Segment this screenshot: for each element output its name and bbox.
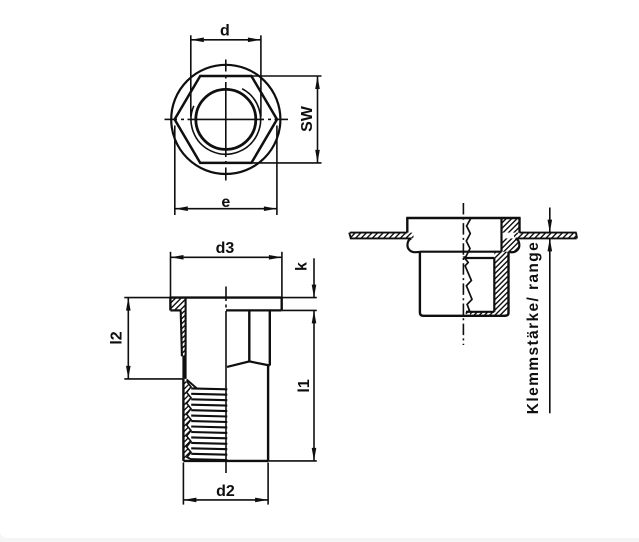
svg-text:d: d [220,23,230,40]
svg-text:d3: d3 [216,240,235,257]
svg-text:l2: l2 [108,331,125,344]
svg-text:SW: SW [299,105,316,132]
svg-text:k: k [293,262,310,271]
svg-text:e: e [221,194,230,211]
svg-text:d2: d2 [216,483,235,500]
svg-text:Klemmstärke/ range: Klemmstärke/ range [525,241,542,414]
svg-text:l1: l1 [296,379,313,392]
